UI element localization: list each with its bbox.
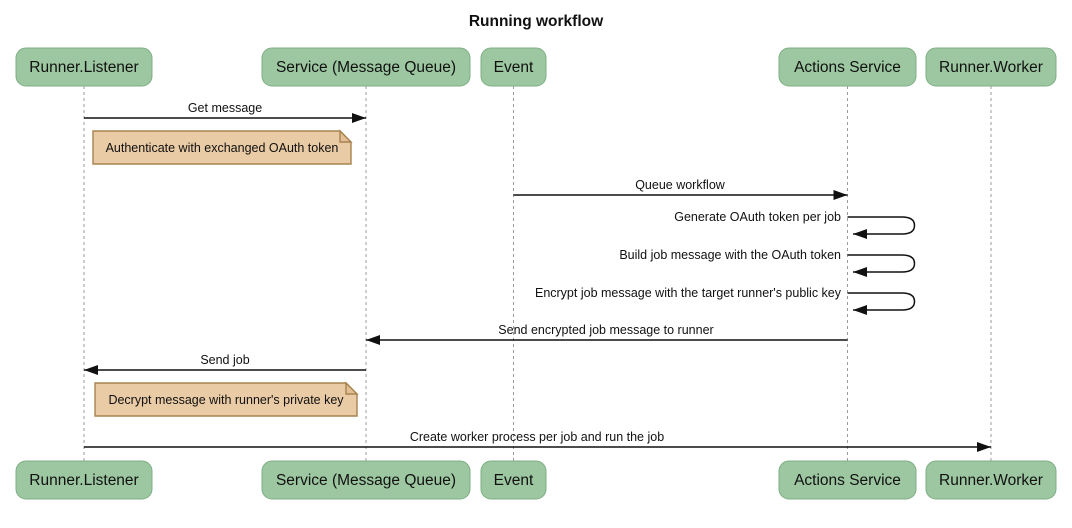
participant-bottom-service-message-queue: Service (Message Queue) xyxy=(261,460,471,500)
message-label: Build job message with the OAuth token xyxy=(619,248,841,262)
message-label: Generate OAuth token per job xyxy=(674,210,841,224)
actor-box xyxy=(480,47,547,87)
actor-label: Runner.Listener xyxy=(29,472,138,489)
actor-label: Event xyxy=(494,472,534,489)
participant-top-runner-worker: Runner.Worker xyxy=(925,47,1057,87)
note-label: Authenticate with exchanged OAuth token xyxy=(106,141,339,155)
note-fold-icon xyxy=(345,381,359,395)
actor-label: Service (Message Queue) xyxy=(276,472,456,489)
message-send-encrypted-job: Send encrypted job message to runner xyxy=(366,323,848,345)
self-message-arrow xyxy=(847,292,916,315)
message-encrypt-job-message: Encrypt job message with the target runn… xyxy=(535,286,916,315)
participant-bottom-runner-listener: Runner.Listener xyxy=(15,460,153,500)
note-label: Decrypt message with runner's private ke… xyxy=(108,393,344,407)
actor-label: Service (Message Queue) xyxy=(276,59,456,76)
participant-bottom-event: Event xyxy=(480,460,547,500)
actor-label: Runner.Worker xyxy=(939,59,1043,76)
participant-top-actions-service: Actions Service xyxy=(778,47,917,87)
actor-label: Actions Service xyxy=(794,472,901,489)
actor-label: Runner.Listener xyxy=(29,59,138,76)
note-shape xyxy=(92,130,352,165)
participant-top-service-message-queue: Service (Message Queue) xyxy=(261,47,471,87)
note-decrypt-private-key: Decrypt message with runner's private ke… xyxy=(94,381,359,417)
self-message-arrow xyxy=(847,216,916,239)
actor-label: Event xyxy=(494,59,534,76)
actor-label: Actions Service xyxy=(794,59,901,76)
actor-box xyxy=(15,460,153,500)
actor-box xyxy=(925,460,1057,500)
message-label: Queue workflow xyxy=(635,178,726,192)
message-get-message: Get message xyxy=(84,101,366,123)
message-label: Create worker process per job and run th… xyxy=(410,430,664,444)
participant-top-event: Event xyxy=(480,47,547,87)
actor-box xyxy=(480,460,547,500)
message-queue-workflow: Queue workflow xyxy=(513,178,848,200)
note-authenticate-oauth: Authenticate with exchanged OAuth token xyxy=(92,129,353,165)
actor-label: Runner.Worker xyxy=(939,472,1043,489)
actor-box xyxy=(778,47,917,87)
message-label: Get message xyxy=(188,101,262,115)
note-shape xyxy=(94,382,358,417)
message-label: Encrypt job message with the target runn… xyxy=(535,286,842,300)
diagram-title: Running workflow xyxy=(469,13,604,30)
actor-box xyxy=(925,47,1057,87)
actor-box xyxy=(15,47,153,87)
message-build-job-message: Build job message with the OAuth token xyxy=(619,248,916,277)
message-label: Send job xyxy=(200,353,249,367)
actor-box xyxy=(778,460,917,500)
self-message-arrow xyxy=(847,254,916,277)
actor-box xyxy=(261,47,471,87)
message-generate-oauth-token: Generate OAuth token per job xyxy=(674,210,916,239)
message-send-job: Send job xyxy=(84,353,366,375)
message-label: Send encrypted job message to runner xyxy=(498,323,713,337)
actor-box xyxy=(261,460,471,500)
message-create-worker-process: Create worker process per job and run th… xyxy=(84,430,991,452)
participant-top-runner-listener: Runner.Listener xyxy=(15,47,153,87)
participant-bottom-actions-service: Actions Service xyxy=(778,460,917,500)
participant-bottom-runner-worker: Runner.Worker xyxy=(925,460,1057,500)
note-fold-icon xyxy=(339,129,353,143)
